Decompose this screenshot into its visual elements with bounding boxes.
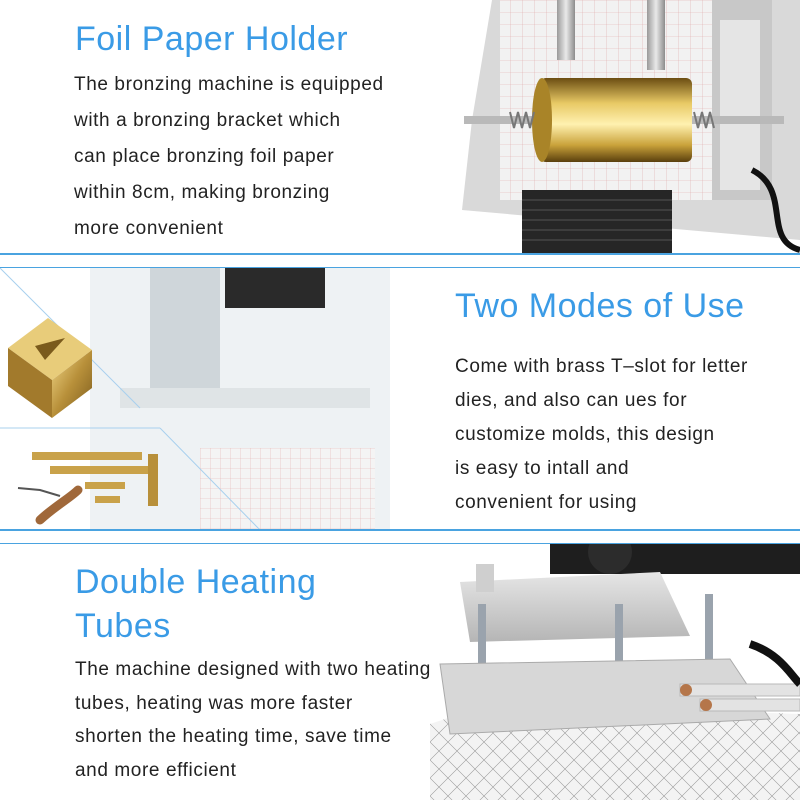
- section-gap: [0, 531, 800, 544]
- description-line: tubes, heating was more faster: [75, 692, 353, 714]
- description-line: can place bronzing foil paper: [74, 146, 335, 167]
- heating-tube-photo: [430, 544, 800, 800]
- title-line: Tubes: [75, 607, 171, 645]
- description-line: The machine designed with two heating: [75, 659, 431, 680]
- section-title: Foil Paper Holder: [75, 20, 349, 58]
- foil-holder-photo: [462, 0, 800, 254]
- heating-tube-icon: [679, 640, 800, 712]
- section-description: The bronzing machine is equipped with a …: [74, 67, 384, 247]
- description-line: Come with brass T–slot for letter: [455, 356, 748, 377]
- title-line: Double Heating: [75, 563, 317, 601]
- section-description: The machine designed with two heating tu…: [75, 653, 431, 787]
- foil-roll-icon: [532, 78, 692, 162]
- description-line: more convenient: [74, 218, 224, 239]
- description-line: within 8cm, making bronzing: [74, 182, 330, 203]
- section-gap: [0, 255, 800, 268]
- brass-die-icon: [8, 318, 92, 418]
- description-line: convenient for using: [455, 492, 638, 513]
- description-line: The bronzing machine is equipped: [74, 74, 384, 95]
- section-title: Two Modes of Use: [455, 287, 745, 325]
- description-line: is easy to intall and: [455, 458, 630, 479]
- description-line: shorten the heating time, save time: [75, 726, 392, 747]
- section-divider: [0, 253, 800, 255]
- section-foil-paper-holder: Foil Paper Holder The bronzing machine i…: [0, 0, 800, 254]
- description-line: customize molds, this design: [455, 424, 715, 445]
- section-description: Come with brass T–slot for letter dies, …: [455, 350, 748, 520]
- section-two-modes: Two Modes of Use Come with brass T–slot …: [0, 268, 800, 530]
- description-line: with a bronzing bracket which: [74, 110, 341, 131]
- description-line: and more efficient: [75, 759, 237, 781]
- description-line: dies, and also can ues for: [455, 390, 688, 411]
- section-double-heating: Double Heating Tubes The machine designe…: [0, 544, 800, 800]
- section-divider: [0, 529, 800, 531]
- section-title: Double Heating Tubes: [75, 560, 316, 648]
- brass-die-photo: [0, 268, 420, 530]
